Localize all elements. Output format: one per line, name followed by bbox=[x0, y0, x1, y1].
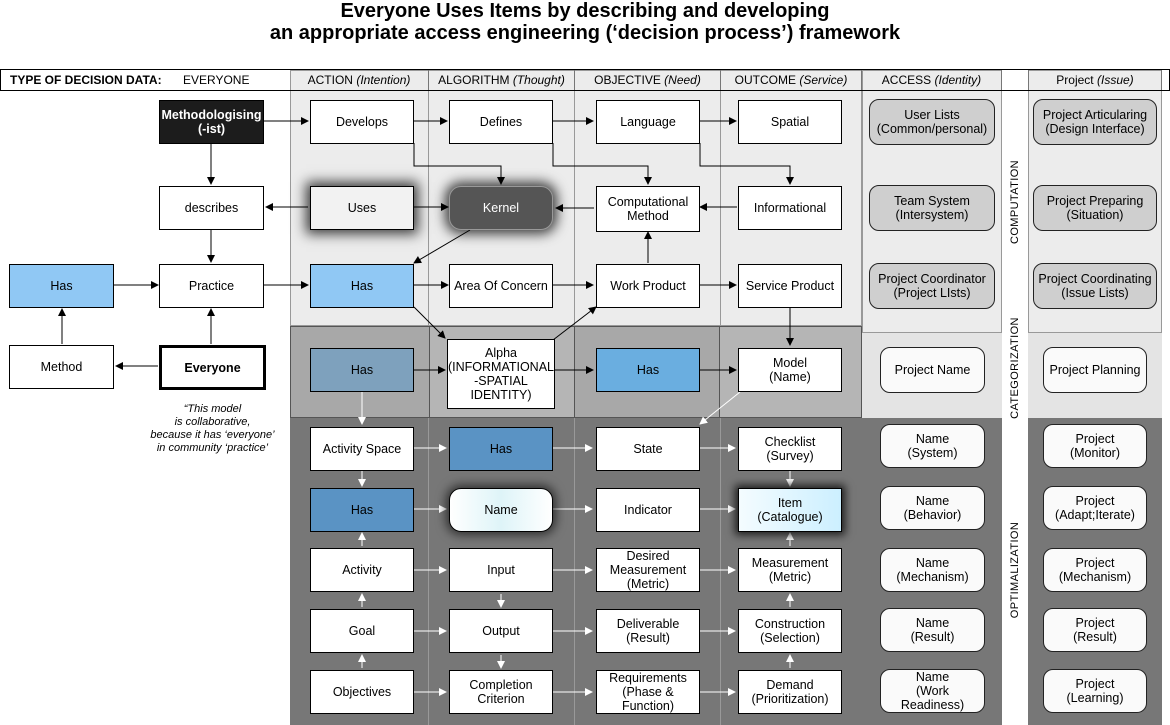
node-desired-measurement: Desired Measurement (Metric) bbox=[596, 548, 700, 592]
node-kernel: Kernel bbox=[449, 186, 553, 230]
node-name: Name bbox=[449, 488, 553, 532]
project-articularing: Project Articularing (Design Interface) bbox=[1033, 99, 1157, 145]
node-has-action-optimalization: Has bbox=[310, 488, 414, 532]
access-team-system: Team System (Intersystem) bbox=[869, 185, 995, 231]
project-planning: Project Planning bbox=[1043, 347, 1147, 393]
node-model: Model (Name) bbox=[738, 348, 842, 392]
node-spatial: Spatial bbox=[738, 100, 842, 144]
node-input: Input bbox=[449, 548, 553, 592]
access-user-lists: User Lists (Common/personal) bbox=[869, 99, 995, 145]
node-area-of-concern: Area Of Concern bbox=[449, 264, 553, 308]
project-preparing: Project Preparing (Situation) bbox=[1033, 185, 1157, 231]
project-monitor: Project (Monitor) bbox=[1043, 424, 1147, 468]
node-measurement: Measurement (Metric) bbox=[738, 548, 842, 592]
access-project-name: Project Name bbox=[880, 347, 985, 393]
access-name-work-readiness: Name (Work Readiness) bbox=[880, 669, 985, 713]
node-computational-method: Computational Method bbox=[596, 186, 700, 232]
node-completion-criterion: Completion Criterion bbox=[449, 670, 553, 714]
column-divider bbox=[720, 418, 721, 725]
node-activity-space: Activity Space bbox=[310, 427, 414, 471]
node-demand: Demand (Prioritization) bbox=[738, 670, 842, 714]
access-name-behavior: Name (Behavior) bbox=[880, 486, 985, 530]
node-method: Method bbox=[9, 345, 114, 389]
diagram-title-line1: Everyone Uses Items by describing and de… bbox=[340, 0, 830, 22]
column-divider bbox=[720, 70, 721, 326]
node-methodologising: Methodologising (-ist) bbox=[159, 100, 264, 144]
column-divider bbox=[428, 418, 429, 725]
column-header-outcome: OUTCOME (Service) bbox=[721, 70, 862, 90]
node-work-product: Work Product bbox=[596, 264, 700, 308]
collaboration-quote: “This model is collaborative, because it… bbox=[150, 403, 275, 454]
access-name-result: Name (Result) bbox=[880, 608, 985, 652]
node-state: State bbox=[596, 427, 700, 471]
node-has-left: Has bbox=[9, 264, 114, 308]
node-informational: Informational bbox=[738, 186, 842, 230]
node-language: Language bbox=[596, 100, 700, 144]
project-adapt-iterate: Project (Adapt;Iterate) bbox=[1043, 486, 1147, 530]
node-has-action-categorization: Has bbox=[310, 348, 414, 392]
node-everyone: Everyone bbox=[159, 345, 266, 390]
column-divider bbox=[574, 70, 575, 326]
column-header-objective: OBJECTIVE (Need) bbox=[575, 70, 721, 90]
decision-data-type-value: EVERYONE bbox=[183, 73, 250, 87]
node-has-algorithm: Has bbox=[449, 427, 553, 471]
column-divider bbox=[574, 418, 575, 725]
node-goal: Goal bbox=[310, 609, 414, 653]
access-name-system: Name (System) bbox=[880, 424, 985, 468]
access-name-mechanism: Name (Mechanism) bbox=[880, 548, 985, 592]
project-mechanism: Project (Mechanism) bbox=[1043, 548, 1147, 592]
column-header-action: ACTION (Intention) bbox=[290, 70, 429, 90]
column-header-algorithm: ALGORITHM (Thought) bbox=[429, 70, 575, 90]
node-has-objective: Has bbox=[596, 348, 700, 392]
diagram-title-line2: an appropriate access engineering (‘deci… bbox=[269, 22, 901, 44]
project-coordinating: Project Coordinating (Issue Lists) bbox=[1033, 263, 1157, 309]
node-service-product: Service Product bbox=[738, 264, 842, 308]
node-output: Output bbox=[449, 609, 553, 653]
node-develops: Develops bbox=[310, 100, 414, 144]
node-deliverable: Deliverable (Result) bbox=[596, 609, 700, 653]
node-alpha: Alpha (INFORMATIONAL -SPATIAL IDENTITY) bbox=[447, 339, 555, 409]
node-activity: Activity bbox=[310, 548, 414, 592]
node-item: Item (Catalogue) bbox=[738, 488, 842, 532]
node-construction: Construction (Selection) bbox=[738, 609, 842, 653]
node-has-action-computation: Has bbox=[310, 264, 414, 308]
column-header-access: ACCESS (Identity) bbox=[862, 70, 1002, 90]
decision-data-type-label: TYPE OF DECISION DATA: bbox=[10, 73, 162, 87]
node-defines: Defines bbox=[449, 100, 553, 144]
node-objectives: Objectives bbox=[310, 670, 414, 714]
node-requirements: Requirements (Phase & Function) bbox=[596, 670, 700, 714]
node-checklist: Checklist (Survey) bbox=[738, 427, 842, 471]
node-uses: Uses bbox=[310, 186, 414, 230]
column-divider bbox=[428, 70, 429, 326]
access-project-coordinator: Project Coordinator (Project LIsts) bbox=[869, 263, 995, 309]
project-learning: Project (Learning) bbox=[1043, 669, 1147, 713]
node-practice: Practice bbox=[159, 264, 264, 308]
node-indicator: Indicator bbox=[596, 488, 700, 532]
column-header-project: Project (Issue) bbox=[1028, 70, 1162, 90]
project-result: Project (Result) bbox=[1043, 608, 1147, 652]
node-describes: describes bbox=[159, 186, 264, 230]
